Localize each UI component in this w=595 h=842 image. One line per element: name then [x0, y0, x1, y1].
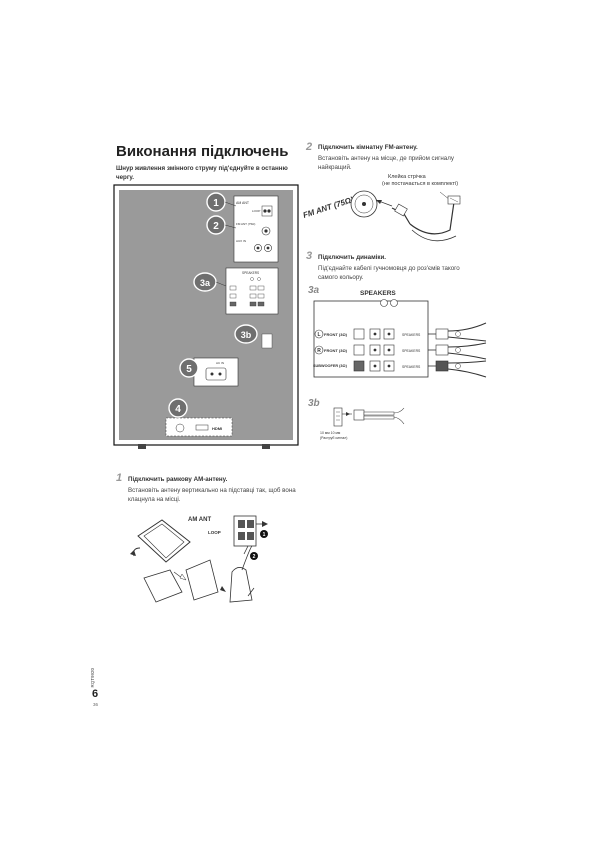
- hdmi-small-label: HDMI: [212, 426, 222, 431]
- badge-2: 2: [206, 215, 226, 235]
- svg-text:2: 2: [253, 554, 256, 560]
- svg-text:SPEAKERS: SPEAKERS: [402, 365, 421, 369]
- unit-rear-panel: AM ANT LOOP FM ANT (75Ω) AUX IN SPEAKERS…: [113, 184, 299, 449]
- fm-antenna-diagram: Клейка стрічка (не постачається в компле…: [302, 173, 461, 242]
- step2-number: 2: [306, 141, 313, 153]
- step2-title: Підключить кімнатну FM-антену.: [318, 144, 418, 151]
- am-ant-label: AM ANT: [188, 517, 211, 523]
- speakers-connection-diagram: SPEAKERS L FRONT (3Ω) SPEAKERS R FRONT (…: [313, 290, 487, 378]
- speaker-row-front-left: L FRONT (3Ω) SPEAKERS: [314, 328, 421, 340]
- marker-2: 2: [250, 552, 258, 560]
- step1-number: 1: [116, 472, 123, 484]
- speakers-title: SPEAKERS: [360, 290, 396, 297]
- step1-title: Підключить рамкову АМ-антену.: [128, 476, 228, 483]
- fm-ant-label: FM ANT (75Ω): [302, 195, 355, 220]
- svg-text:SUBWOOFER (3Ω): SUBWOOFER (3Ω): [313, 364, 348, 368]
- svg-text:SPEAKERS: SPEAKERS: [402, 349, 421, 353]
- loop-label: LOOP: [208, 530, 221, 535]
- sub-3a-label: 3a: [308, 285, 320, 296]
- badge-1: 1: [206, 192, 226, 212]
- svg-text:1: 1: [213, 198, 219, 209]
- svg-text:L: L: [317, 332, 320, 338]
- svg-text:3b: 3b: [241, 330, 252, 340]
- svg-text:2: 2: [213, 221, 219, 232]
- svg-text:SPEAKERS: SPEAKERS: [402, 333, 421, 337]
- marker-1: 1: [260, 530, 268, 538]
- step3-body: Під'єднайте кабелі гучномовця до роз'ємі…: [318, 265, 460, 281]
- badge-4: 4: [168, 398, 188, 418]
- step2-body: Встановіть антену на місце, де прийом си…: [318, 155, 454, 171]
- badge-3a: 3a: [193, 272, 217, 292]
- aux-small-label: AUX IN: [236, 239, 246, 243]
- speaker-row-front-right: R FRONT (3Ω) SPEAKERS: [314, 344, 421, 356]
- side-code: RQT9920: [90, 668, 95, 688]
- speakers-small-label: SPEAKERS: [242, 271, 259, 275]
- am-antenna-diagram: AM ANT LOOP 1 2: [130, 515, 268, 603]
- svg-text:FRONT (3Ω): FRONT (3Ω): [324, 332, 348, 337]
- speaker-row-subwoofer: SUBWOOFER (3Ω) SPEAKERS: [313, 360, 421, 372]
- ac-in-small-label: AC IN: [216, 361, 224, 365]
- page-number: 6: [92, 688, 99, 700]
- svg-text:5: 5: [186, 364, 192, 375]
- badge-3b: 3b: [234, 324, 258, 344]
- step1-body: Встановіть антену вертикально на підстав…: [128, 487, 296, 503]
- step3-number: 3: [306, 250, 313, 262]
- svg-text:3a: 3a: [200, 278, 211, 288]
- svg-text:FRONT (3Ω): FRONT (3Ω): [324, 348, 348, 353]
- tape-label: Клейка стрічка (не постачається в компле…: [382, 173, 458, 187]
- badge-5: 5: [179, 358, 199, 378]
- page-title: Виконання підключень: [116, 143, 289, 160]
- am-ant-small-label: AM ANT: [236, 201, 250, 205]
- sub-3b-label: 3b: [308, 398, 320, 409]
- intro-note: Шнур живлення змінного струму під'єднуйт…: [116, 165, 288, 181]
- loop-small-label: LOOP: [252, 209, 260, 213]
- svg-text:4: 4: [175, 404, 181, 415]
- strip-label: 10 мм 10 мм (Раструб сигнал): [320, 431, 347, 440]
- page-sub-number: 36: [93, 702, 99, 707]
- step3-title: Підключить динаміки.: [318, 254, 387, 261]
- speaker-wire-strip-diagram: 10 мм 10 мм (Раструб сигнал): [320, 407, 405, 440]
- svg-text:1: 1: [263, 532, 266, 538]
- svg-text:R: R: [317, 348, 321, 354]
- fm-ant-small-label: FM ANT (75Ω): [236, 222, 255, 226]
